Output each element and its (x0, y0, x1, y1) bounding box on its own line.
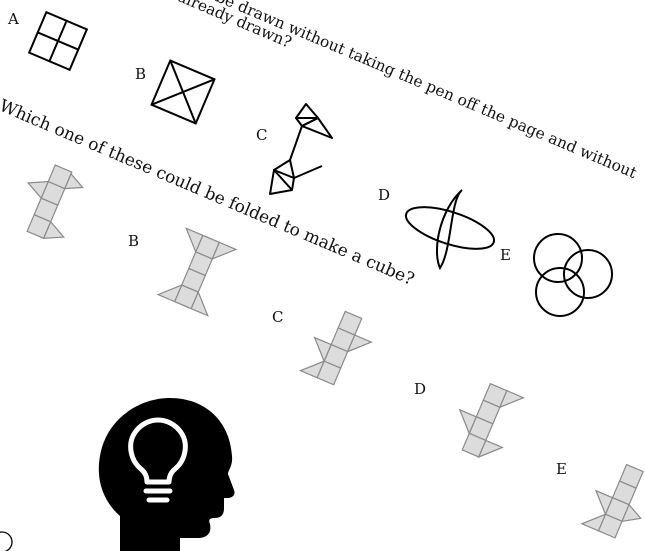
q2-option-e-net (572, 456, 645, 551)
head-lightbulb-icon (96, 398, 236, 551)
q2-option-b-label: B (128, 232, 139, 250)
question-1-text-line-2: ne already drawn? (153, 0, 294, 52)
q1-option-e-label: E (500, 246, 511, 264)
q2-option-b-net (150, 222, 245, 322)
q1-option-d-figure (400, 180, 500, 275)
page-corner-circle (0, 528, 16, 551)
q2-option-d-label: D (414, 380, 426, 398)
q1-option-e-figure (524, 228, 624, 324)
q1-option-a-label: A (8, 10, 19, 28)
q1-option-c-figure (262, 98, 342, 208)
q1-option-b-figure (143, 52, 223, 132)
q2-option-c-net (288, 306, 388, 402)
q2-option-a-net (8, 158, 93, 248)
q1-option-a-figure (22, 8, 94, 74)
q2-option-c-label: C (272, 308, 283, 326)
q2-option-e-label: E (556, 460, 567, 478)
q2-option-d-net (436, 376, 531, 472)
q1-option-d-label: D (378, 186, 390, 204)
